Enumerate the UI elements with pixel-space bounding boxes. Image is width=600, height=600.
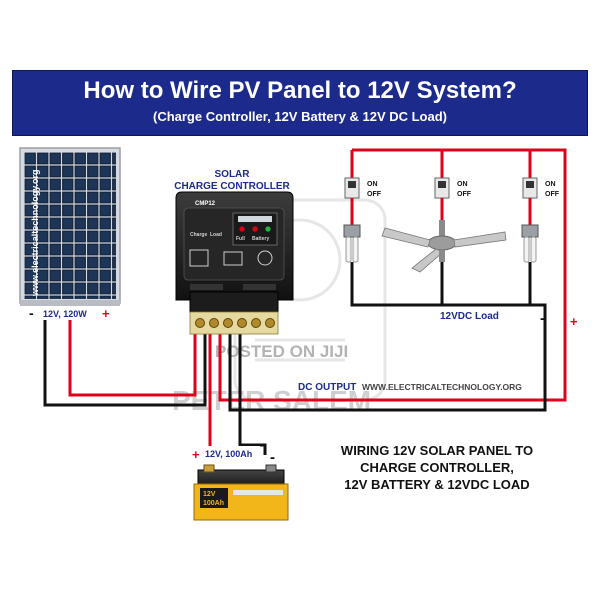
caption-line-2: CHARGE CONTROLLER, [360,460,514,475]
led-label-full: Full [236,236,245,242]
switch-2 [434,177,450,199]
indicator-label-charge: Charge [190,232,207,238]
page-title: How to Wire PV Panel to 12V System? [83,77,517,104]
solar-panel [19,147,121,306]
battery-face-capacity: 100Ah [203,500,224,507]
switch-leads [350,198,532,225]
panel-rating: 12V, 120W [43,309,87,319]
battery-negative-wire [238,332,267,455]
led-label-battery: Battery [252,236,269,242]
caption-line-1: WIRING 12V SOLAR PANEL TO [341,443,533,458]
ceiling-fan-icon [381,220,507,273]
charge-controller [175,191,294,313]
switch-3-off: OFF [545,191,560,198]
panel-rating-bg [39,306,99,320]
cfl-lamp-right-icon [521,224,539,263]
controller-terminal-block [189,311,279,335]
panel-watermark: www.electricaltechnology.org [30,169,40,297]
indicator-label-load: Load [210,232,222,238]
controller-heading-2: CHARGE CONTROLLER [174,181,290,192]
controller-heading-1: SOLAR [215,169,251,180]
cfl-lamp-left-icon [343,224,361,263]
dc-output-label: DC OUTPUT [298,382,356,393]
switch-3 [522,177,538,199]
switch-1-on: ON [367,181,378,188]
page-subtitle: (Charge Controller, 12V Battery & 12V DC… [152,109,447,124]
switch-2-off: OFF [457,191,472,198]
controller-model: CMP12 [195,201,216,207]
switch-2-on: ON [457,181,468,188]
battery-rating: 12V, 100Ah [205,449,252,459]
panel-negative-wire [43,310,207,407]
switch-1 [344,177,360,199]
website-label: WWW.ELECTRICALTECHNOLOGY.ORG [362,382,522,392]
battery-minus-sign: - [270,449,275,466]
load-positive-wire [218,148,567,402]
caption-line-3: 12V BATTERY & 12VDC LOAD [344,477,529,492]
switch-1-off: OFF [367,191,382,198]
load-minus-sign: - [540,310,545,327]
load-negative-wire [228,262,547,412]
panel-plus-sign: + [102,306,110,321]
battery-plus-sign: + [192,447,200,462]
watermark-posted: POSTED ON JIJI [215,342,348,361]
battery [193,464,289,521]
battery-rating-bg [202,446,260,460]
battery-face-volts: 12V [203,491,216,498]
switch-3-on: ON [545,181,556,188]
header-banner: How to Wire PV Panel to 12V System? (Cha… [12,70,588,136]
panel-positive-wire [68,310,197,397]
load-label: 12VDC Load [440,311,499,322]
load-plus-sign: + [570,314,578,329]
panel-minus-sign: - [29,305,34,321]
